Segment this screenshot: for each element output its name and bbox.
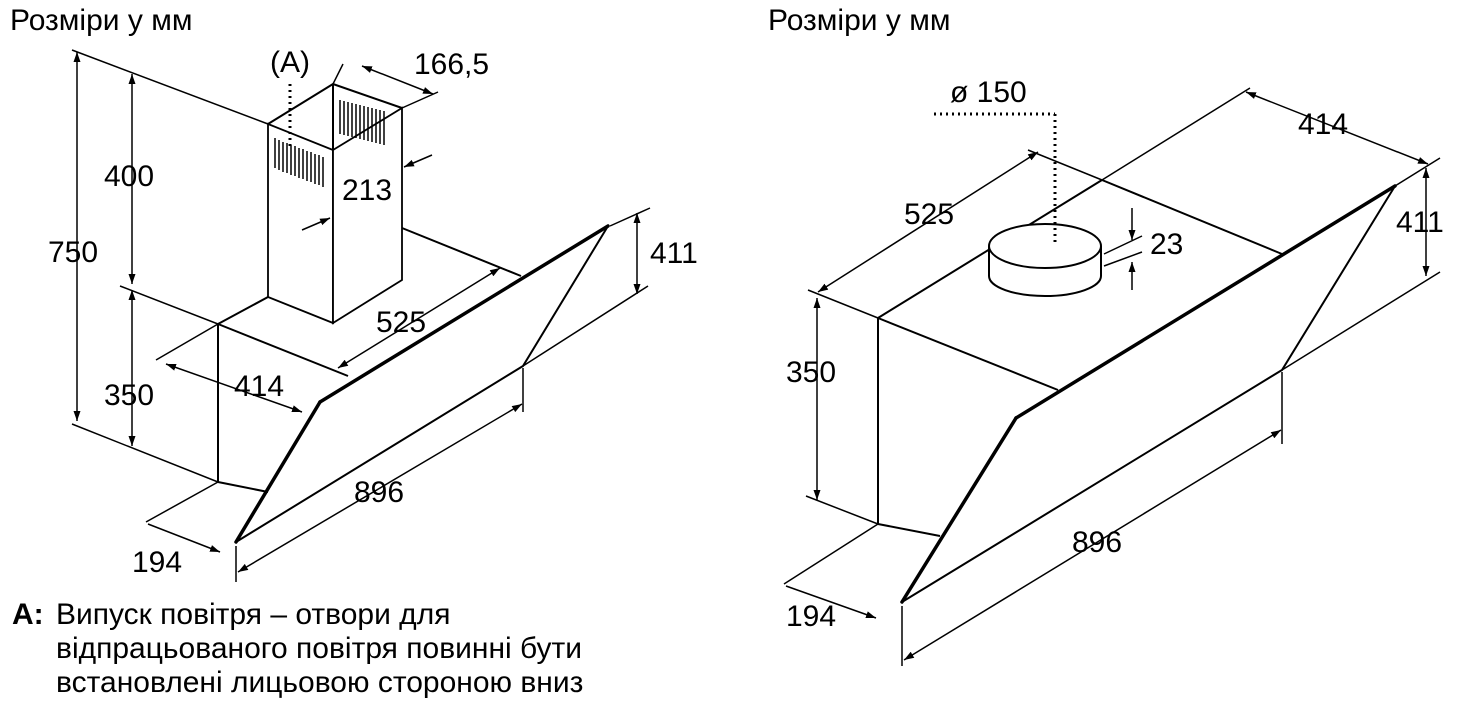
note-line-1: Випуск повітря – отвори для [56,598,450,631]
note-line-2: відпрацьованого повітря повинні бути [56,632,582,665]
right-glass-panel [900,184,1397,604]
vent-slots-back [339,100,385,145]
left-heading: Розміри у мм [10,4,192,37]
dim-411: 411 [650,237,698,270]
dim-diameter-150: ø 150 [950,76,1027,109]
vent-slots-front [274,138,324,187]
dim-411-right: 411 [1396,206,1444,239]
dim-213: 213 [342,174,392,207]
dim-525: 525 [376,306,426,339]
dim-896-right: 896 [1072,526,1122,559]
right-heading: Розміри у мм [768,4,950,37]
note-label: A: [12,598,44,631]
dim-896: 896 [354,476,404,509]
dim-350: 350 [104,379,154,412]
callout-a: (A) [270,46,310,79]
dim-350-right: 350 [786,356,836,389]
note-line-3: встановлені лицьовою стороною вниз [56,666,583,699]
left-view: Розміри у мм [10,4,698,582]
right-view: Розміри у мм ø 150 [768,4,1444,666]
dim-400: 400 [104,160,154,193]
dim-525-right: 525 [904,198,954,231]
dim-194-right: 194 [786,600,836,633]
note-a: A: Випуск повітря – отвори для відпрацьо… [12,598,583,699]
dim-166-5: 166,5 [414,48,489,81]
dim-414: 414 [234,370,284,403]
dim-750: 750 [48,236,98,269]
exhaust-collar [988,223,1102,297]
dim-194: 194 [132,546,182,579]
dim-414-right: 414 [1298,108,1348,141]
dim-23: 23 [1150,228,1183,261]
